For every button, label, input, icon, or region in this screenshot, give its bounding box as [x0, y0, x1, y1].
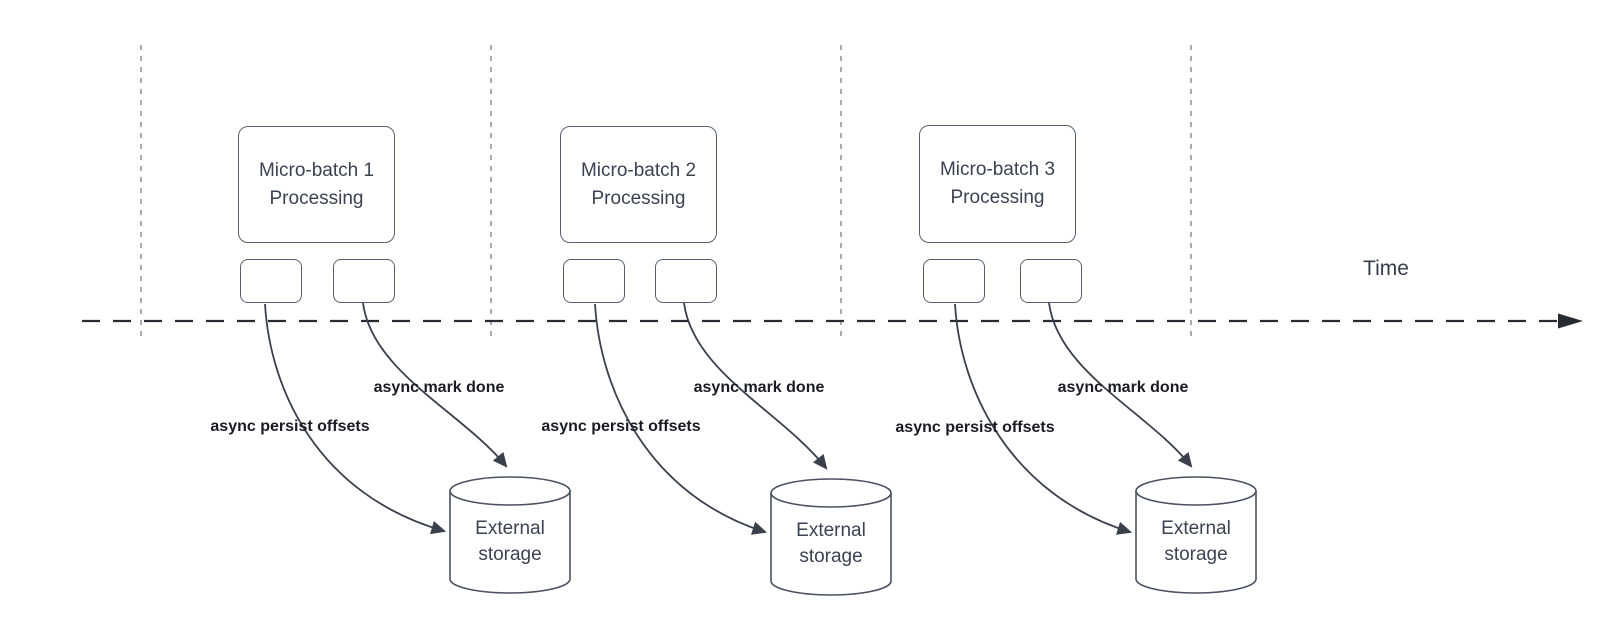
storage-cylinder-1 — [449, 476, 571, 594]
external-storage-label-1: External storage — [450, 496, 570, 588]
micro-batch-1-title-line2: Processing — [269, 187, 364, 209]
mark-done-task-box-3 — [1020, 259, 1082, 303]
mark-done-label-3: async mark done — [1057, 379, 1189, 396]
external-storage-1-line2: storage — [478, 544, 542, 565]
external-storage-3-line1: External — [1161, 518, 1231, 539]
persist-arrow-3 — [954, 303, 1133, 535]
storage-cylinder-2 — [770, 478, 892, 596]
mark-done-arrow-1 — [362, 302, 508, 468]
mark-done-arrow-2 — [683, 302, 828, 470]
micro-batch-1-box: Micro-batch 1 Processing — [238, 126, 395, 243]
micro-batch-2-title-line1: Micro-batch 2 — [580, 159, 697, 181]
external-storage-label-2: External storage — [771, 498, 891, 590]
timeline-arrowhead — [1558, 313, 1583, 329]
mark-done-label-1: async mark done — [373, 379, 505, 396]
offset-task-box-2 — [563, 259, 625, 303]
time-axis-label: Time — [1363, 257, 1409, 280]
micro-batch-3-box: Micro-batch 3 Processing — [919, 125, 1076, 243]
persist-arrow-1 — [264, 303, 447, 535]
micro-batch-3-title-line1: Micro-batch 3 — [939, 159, 1056, 180]
storage-cylinder-3 — [1135, 476, 1257, 594]
mark-done-arrow-3 — [1048, 302, 1193, 468]
mark-done-task-box-1 — [333, 259, 395, 303]
offset-task-box-1 — [240, 259, 302, 303]
persist-offsets-label-1: async persist offsets — [210, 418, 370, 435]
persist-offsets-label-2: async persist offsets — [541, 418, 701, 435]
micro-batch-1-title-line1: Micro-batch 1 — [258, 159, 375, 181]
offset-task-box-3 — [923, 259, 985, 303]
external-storage-2-line1: External — [796, 520, 866, 541]
external-storage-label-3: External storage — [1136, 496, 1256, 588]
micro-batch-2-box: Micro-batch 2 Processing — [560, 126, 717, 243]
external-storage-2-line2: storage — [799, 546, 863, 567]
persist-offsets-label-3: async persist offsets — [895, 419, 1055, 436]
micro-batch-2-title-line2: Processing — [591, 187, 686, 209]
persist-arrow-2 — [594, 303, 768, 535]
external-storage-3-line2: storage — [1164, 544, 1228, 565]
mark-done-label-2: async mark done — [693, 379, 825, 396]
mark-done-task-box-2 — [655, 259, 717, 303]
external-storage-1-line1: External — [475, 518, 545, 539]
micro-batch-3-title-line2: Processing — [950, 187, 1045, 208]
